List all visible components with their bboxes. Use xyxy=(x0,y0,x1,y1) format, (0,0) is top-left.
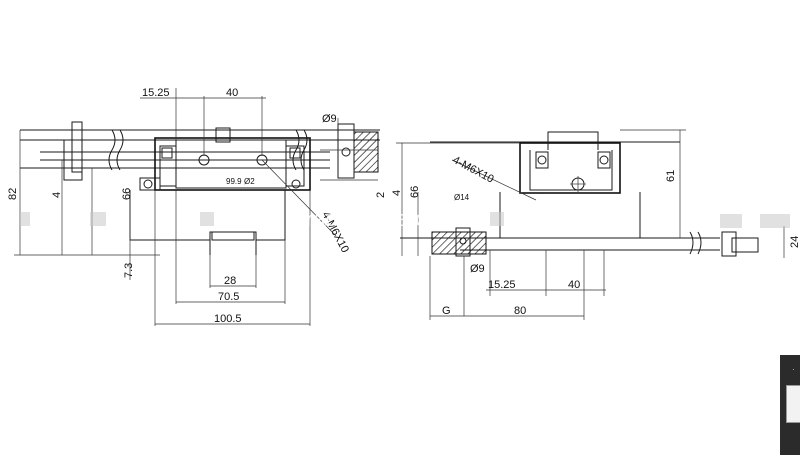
dim-100-5: 100.5 xyxy=(214,313,242,325)
dim-2: 2 xyxy=(375,192,387,198)
dim-15-25-right: 15.25 xyxy=(488,279,516,291)
dim-66: 66 xyxy=(121,188,133,200)
watermark-text: trade.china.cn xyxy=(300,206,438,231)
dim-24: 24 xyxy=(789,236,800,248)
corner-thumbnail xyxy=(786,385,800,423)
dim-61: 61 xyxy=(665,170,677,182)
dim-28: 28 xyxy=(224,275,236,287)
watermark: trade.china.cn xyxy=(20,206,790,231)
corner-dot-icon: · xyxy=(792,365,795,374)
hatched-section-right xyxy=(431,231,487,255)
dim-82: 82 xyxy=(7,188,19,200)
label-diam-14: Ø14 xyxy=(454,193,470,202)
dim-diam-9-right: Ø9 xyxy=(470,263,485,275)
label-diam-2: Ø2 xyxy=(244,177,255,186)
corner-overlay-panel: · xyxy=(780,355,800,455)
dim-40-right: 40 xyxy=(568,279,580,291)
label-99-9: 99.9 xyxy=(226,177,242,186)
hatched-section-left xyxy=(353,131,379,173)
dim-g: G xyxy=(442,305,451,317)
dim-diam-9: Ø9 xyxy=(322,113,337,125)
dim-4-right: 4 xyxy=(391,190,403,196)
dim-80: 80 xyxy=(514,305,526,317)
dim-7-3: 7.3 xyxy=(123,263,135,278)
dim-66-right: 66 xyxy=(409,186,421,198)
dim-70-5: 70.5 xyxy=(218,291,239,303)
left-view: 82 4 66 7.3 15.25 40 Ø9 2 99.9 Ø2 4-M6X1… xyxy=(7,87,387,326)
dim-4: 4 xyxy=(51,192,63,198)
dim-40: 40 xyxy=(226,87,238,99)
dim-15-25: 15.25 xyxy=(142,87,170,99)
label-4-m6x10-right: 4-M6X10 xyxy=(451,154,496,186)
